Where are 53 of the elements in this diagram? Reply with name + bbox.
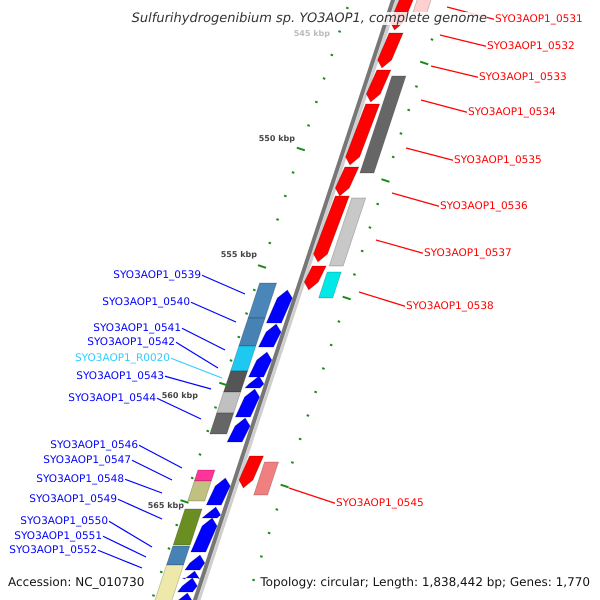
leader-line xyxy=(190,302,236,323)
scale-label: 560 kbp xyxy=(162,392,198,400)
gene-label: SYO3AOP1_0534 xyxy=(468,107,556,118)
leader-line xyxy=(102,536,146,558)
leader-line xyxy=(376,239,424,254)
gene-label: SYO3AOP1_0532 xyxy=(487,41,575,52)
scale-label: 550 kbp xyxy=(258,135,295,143)
gene-label: SYO3AOP1_R0020 xyxy=(75,353,170,364)
leader-line xyxy=(156,398,202,420)
gene-label: SYO3AOP1_0543 xyxy=(76,371,164,382)
gene-label: SYO3AOP1_0533 xyxy=(479,72,567,82)
gene-label: SYO3AOP1_0536 xyxy=(440,201,528,212)
leader-line xyxy=(420,99,468,113)
gene-label: SYO3AOP1_0537 xyxy=(424,248,512,258)
leader-line xyxy=(182,328,226,351)
leader-line xyxy=(202,274,246,295)
leader-line xyxy=(430,65,478,78)
gene-label: SYO3AOP1_0535 xyxy=(454,155,542,166)
scale-label: 555 kbp xyxy=(220,251,257,259)
title: Sulfurihydrogenibium sp. YO3AOP1, complete genome xyxy=(132,12,487,25)
gene-label: SYO3AOP1_0542 xyxy=(87,337,175,348)
scale-label: 545 kbp xyxy=(294,30,330,38)
accession-text: Accession: NC_010730 xyxy=(8,576,144,588)
gene-label: SYO3AOP1_0540 xyxy=(102,297,190,308)
gene-label: SYO3AOP1_0550 xyxy=(20,516,108,526)
leader-line xyxy=(392,192,440,207)
leader-line xyxy=(176,342,218,369)
leader-line xyxy=(170,358,222,379)
scale-label: 565 kbp xyxy=(148,502,184,510)
gene-label: SYO3AOP1_0531 xyxy=(495,14,583,24)
genome-summary-text: Topology: circular; Length: 1,838,442 bp; Genes: 1,770 xyxy=(260,576,590,588)
gene-label: SYO3AOP1_0546 xyxy=(50,440,138,450)
leader-line xyxy=(440,34,486,47)
gene-label: SYO3AOP1_0541 xyxy=(93,323,181,334)
gene-label: SYO3AOP1_0545 xyxy=(336,498,424,508)
leader-line xyxy=(358,291,406,307)
gene-label: SYO3AOP1_0551 xyxy=(14,531,102,542)
leader-line xyxy=(108,520,152,548)
gene-label: SYO3AOP1_0538 xyxy=(406,301,494,312)
gene-label: SYO3AOP1_0544 xyxy=(68,393,156,404)
leader-line xyxy=(138,444,182,469)
gene-label: SYO3AOP1_0548 xyxy=(36,474,124,484)
gene-label: SYO3AOP1_0539 xyxy=(113,270,201,280)
gene-label: SYO3AOP1_0549 xyxy=(29,494,117,504)
leader-line xyxy=(132,460,172,481)
gene-label: SYO3AOP1_0547 xyxy=(43,455,131,466)
leader-line xyxy=(288,487,336,504)
leader-line xyxy=(118,498,162,520)
gene-label: SYO3AOP1_0552 xyxy=(9,545,97,556)
leader-line xyxy=(98,550,142,569)
leader-line xyxy=(124,478,162,494)
leader-line xyxy=(164,376,212,390)
leader-line xyxy=(406,147,454,161)
